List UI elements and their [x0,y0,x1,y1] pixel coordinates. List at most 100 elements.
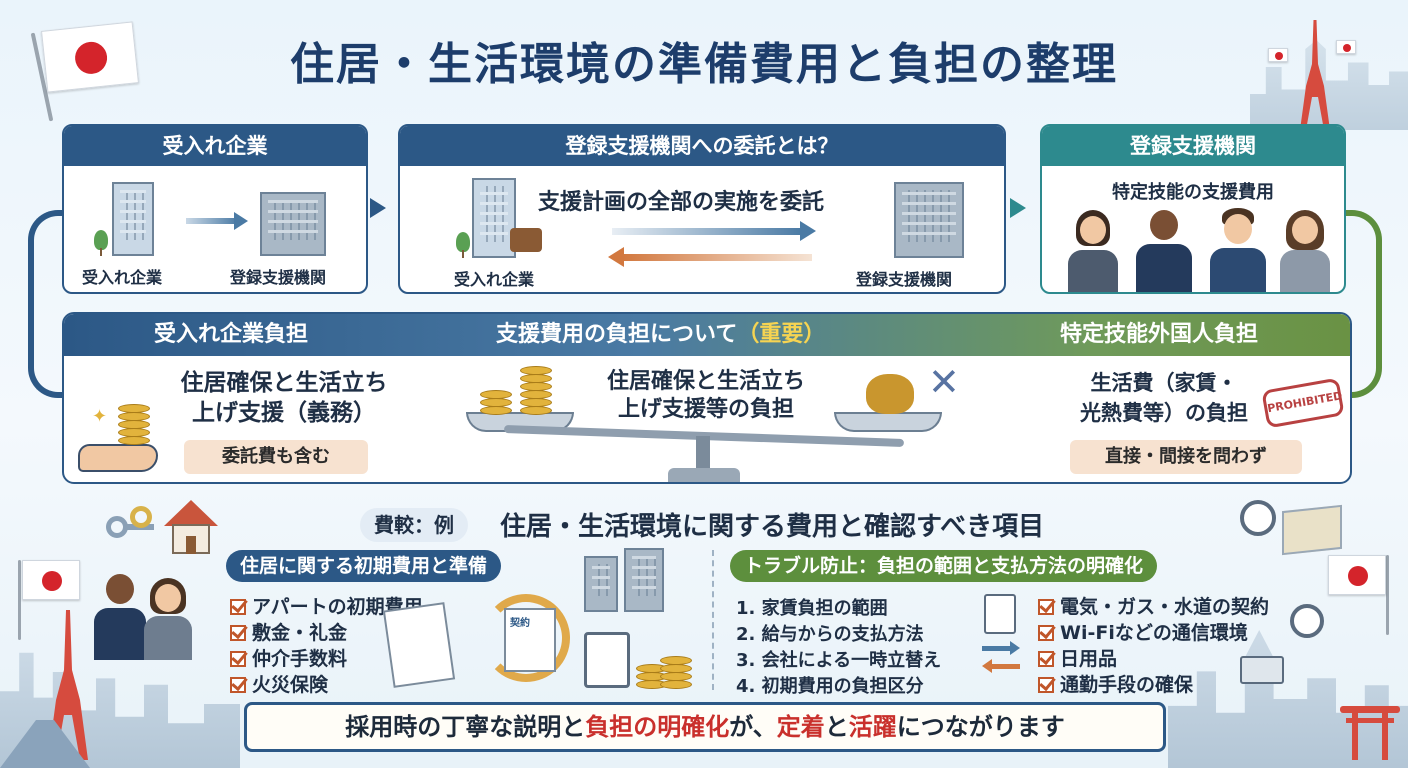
housing-item-label: 火災保険 [252,674,329,696]
staff-person-icon [1066,210,1120,292]
checkbox-icon [1038,651,1054,667]
clock-icon [1240,500,1276,536]
staff-person-icon [1134,206,1194,292]
burden-right-text: 生活費（家賃・ 光熱費等）の負担 [1064,368,1264,428]
burden-panel: 受入れ企業負担 支援費用の負担について（重要） 特定技能外国人負担 住居確保と生… [62,312,1352,484]
footer-emphasis: 活躍 [848,713,897,741]
burden-center-header: 支援費用の負担について（重要） [496,314,825,356]
contract-icon: 契約 [504,608,556,672]
checkbox-icon [1038,599,1054,615]
trouble-numbered-item: 3. 会社による一時立替え [736,650,942,671]
section-divider [712,550,714,690]
footer-text: 採用時の丁寧な説明と [345,713,586,741]
trouble-check-label: 電気・ガス・水道の契約 [1060,596,1270,618]
label-from: 受入れ企業 [454,270,535,289]
housing-check-item: 火災保険 [230,670,328,697]
arrow-right-icon [186,218,238,224]
tree-icon [456,232,470,258]
money-bag-icon [866,374,914,414]
card-subtitle: 特定技能の支援費用 [1112,182,1274,203]
card-header: 登録支援機関 [1042,126,1344,166]
text-line: 住居確保と生活立ち [606,369,805,394]
flag-pole [1386,555,1389,635]
text-line: 上げ支援（義務） [192,400,376,426]
japan-flag-icon [1336,40,1356,54]
checkbox-icon [230,599,246,615]
burden-right-header: 特定技能外国人負担 [1060,322,1259,347]
microwave-icon [1240,656,1284,684]
trouble-numbered-item: 2. 給与からの支払方法 [736,624,924,645]
burden-right-pill: 直接・間接を問わず [1070,440,1302,474]
exchange-arrows-icon [982,640,1020,674]
flag-pole [18,560,21,640]
businessman-icon [92,572,148,660]
card-headline: 支援計画の全部の実施を委託 [538,190,825,215]
clipboard-checklist-icon [584,632,630,688]
office-building-icon [112,182,154,256]
arrow-right-icon [234,212,248,230]
card-delegation: 登録支援機関への委託とは？ 支援計画の全部の実施を委託 受入れ企業 登録支援機関 [398,124,1006,294]
prohibited-stamp: PROHIBITED [1261,377,1345,429]
trouble-section-header: トラブル防止：負担の範囲と支払方法の明確化 [730,550,1158,582]
office-building-icon [260,192,326,256]
label-to: 登録支援機関 [230,268,327,287]
cycle-arrows-icon [482,594,570,682]
footer-text: が、 [729,713,777,741]
housing-check-item: アパートの初期費用 [230,592,423,619]
japan-flag-icon [1328,555,1386,595]
card-support-organization: 登録支援機関 特定技能の支援費用 [1040,124,1346,294]
arrow-left-icon [622,254,812,261]
text-line: 光熱費等）の負担 [1080,401,1248,425]
flow-connector-right [1342,210,1382,398]
trouble-check-item: Wi-Fiなどの通信環境 [1038,618,1248,645]
card-header: 受入れ企業 [64,126,366,166]
office-building-icon [472,178,516,258]
japan-flag-icon [22,560,80,600]
trouble-check-label: 通勤手段の確保 [1060,674,1194,696]
torii-gate-icon [1340,700,1400,760]
example-title: 住居・生活環境に関する費用と確認すべき項目 [500,512,1045,542]
clock-icon [1290,604,1324,638]
cross-icon: ✕ [928,360,960,404]
trouble-check-label: Wi-Fiなどの通信環境 [1060,622,1248,644]
burden-center-header-text: 支援費用の負担について [496,322,738,347]
office-building-icon [894,182,964,258]
map-icon [1282,504,1342,556]
label-from: 受入れ企業 [82,268,163,287]
burden-left-header: 受入れ企業負担 [154,322,309,347]
office-building-icon [624,548,664,612]
footer-text: と [824,713,849,741]
keys-icon [106,506,156,542]
coin-icon [660,680,692,689]
trouble-check-item: 電気・ガス・水道の契約 [1038,592,1269,619]
text-line: 住居確保と生活立ち [180,370,388,396]
trouble-numbered-item: 1. 家賃負担の範囲 [736,598,888,619]
office-building-icon [584,556,618,612]
housing-item-label: アパートの初期費用 [252,596,423,618]
trouble-check-label: 日用品 [1060,648,1118,670]
checkbox-icon [230,651,246,667]
card-header: 登録支援機関への委託とは？ [400,126,1004,166]
arrow-right-icon [1010,198,1026,218]
arrow-right-icon [800,221,816,241]
footer-message: 採用時の丁寧な説明と負担の明確化が、定着と活躍につながります [244,702,1166,752]
housing-section-header: 住居に関する初期費用と準備 [226,550,502,582]
document-dollar-icon [984,594,1016,634]
staff-person-icon [1278,210,1332,292]
house-icon [164,500,218,554]
balance-scale-icon: ✕ [444,360,964,482]
footer-text: につながります [896,713,1065,741]
housing-item-label: 仲介手数料 [252,648,348,670]
housing-check-item: 敷金・礼金 [230,618,347,645]
staff-person-icon [1208,208,1268,292]
businesswoman-icon [142,578,194,660]
burden-center-header-emph: （重要） [737,322,826,347]
coin-icon [660,664,692,673]
arrow-left-icon [608,247,624,267]
flow-connector-left [28,210,68,398]
checkbox-icon [230,677,246,693]
label-to: 登録支援機関 [856,270,953,289]
trouble-numbered-item: 4. 初期費用の負担区分 [736,676,924,697]
housing-item-label: 敷金・礼金 [252,622,348,644]
coin-icon [660,656,692,665]
